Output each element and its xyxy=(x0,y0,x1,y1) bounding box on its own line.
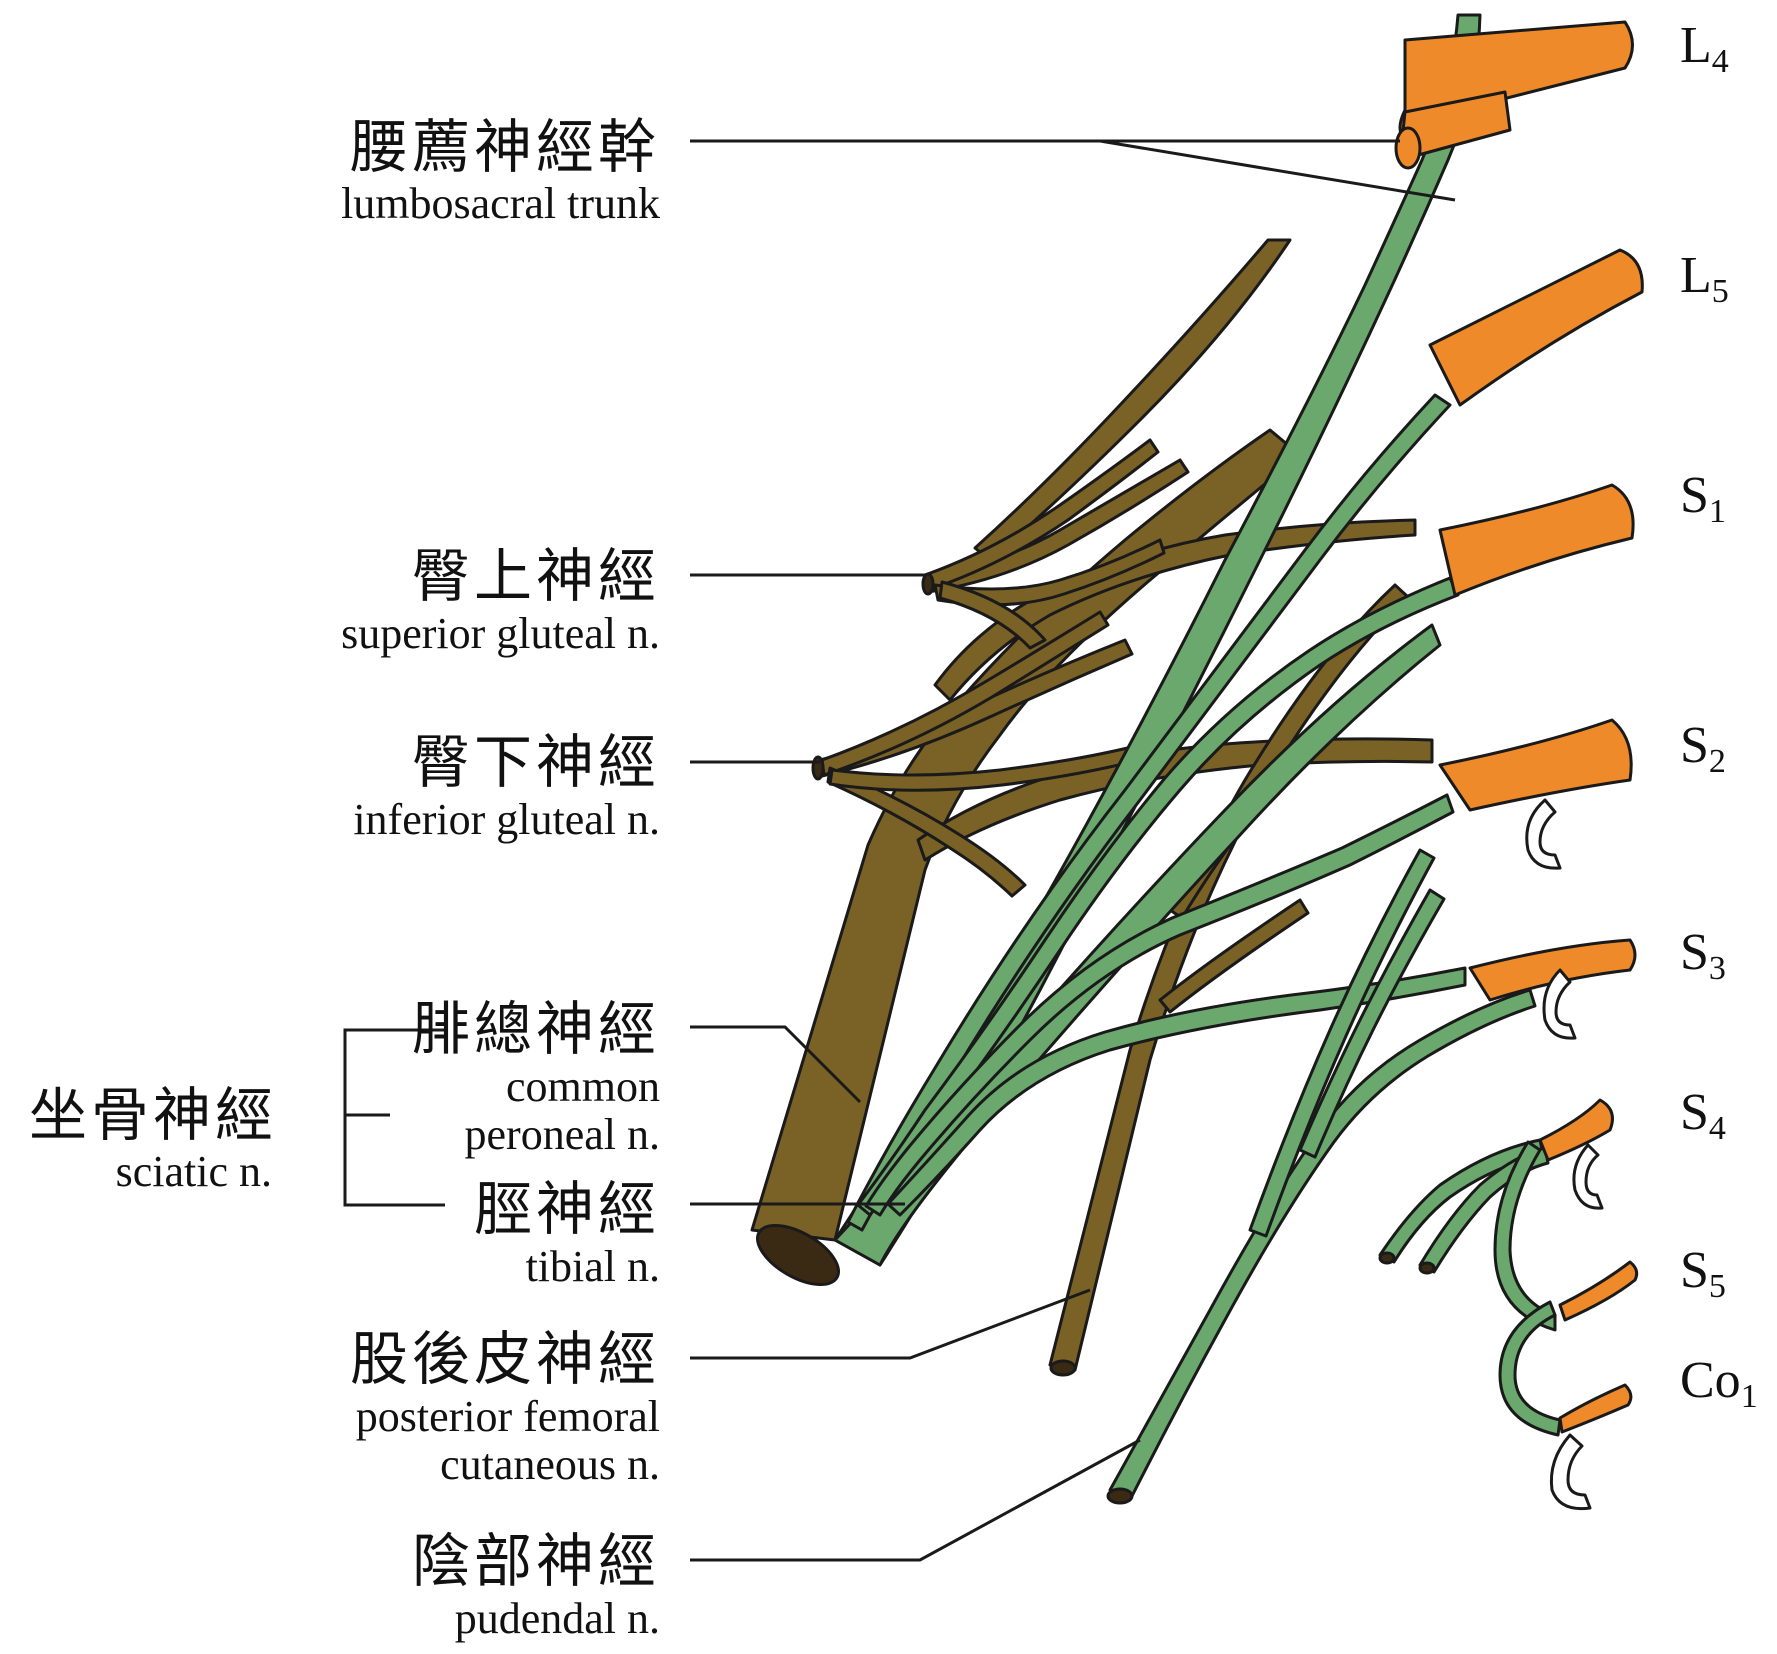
leader-lumbosacral xyxy=(690,141,1455,200)
label-common-peroneal-en1: common xyxy=(506,1065,660,1109)
root-label-S1: S1 xyxy=(1680,470,1726,529)
label-post-femoral-en2: cutaneous n. xyxy=(440,1443,660,1487)
label-lumbosacral-en: lumbosacral trunk xyxy=(341,182,660,226)
root-label-S2: S2 xyxy=(1680,720,1726,779)
label-sup-gluteal-en: superior gluteal n. xyxy=(341,612,660,656)
label-common-peroneal-en2: peroneal n. xyxy=(465,1113,660,1157)
root-S5 xyxy=(1560,1262,1637,1320)
root-L5 xyxy=(1430,250,1642,405)
root-label-Co1: Co1 xyxy=(1680,1355,1758,1414)
label-common-peroneal-zh: 腓總神經 xyxy=(412,1000,660,1058)
label-inf-gluteal-zh: 臀下神經 xyxy=(412,733,660,791)
label-lumbosacral-zh: 腰薦神經幹 xyxy=(350,118,660,176)
leader-post-femoral xyxy=(690,1290,1090,1358)
root-S1 xyxy=(1440,485,1633,595)
root-label-L4: L4 xyxy=(1680,20,1729,79)
leader-pudendal xyxy=(690,1440,1140,1560)
root-label-S5: S5 xyxy=(1680,1245,1726,1304)
label-post-femoral-zh: 股後皮神經 xyxy=(350,1330,660,1388)
label-sciatic-en: sciatic n. xyxy=(116,1150,272,1194)
label-pudendal-en: pudendal n. xyxy=(455,1597,660,1641)
label-sciatic-zh: 坐骨神經 xyxy=(29,1086,277,1144)
root-label-S3: S3 xyxy=(1680,927,1726,986)
label-tibial-en: tibial n. xyxy=(526,1245,660,1289)
root-label-L5: L5 xyxy=(1680,250,1729,309)
root-S2 xyxy=(1440,720,1631,810)
label-inf-gluteal-en: inferior gluteal n. xyxy=(353,798,660,842)
root-label-S4: S4 xyxy=(1680,1087,1726,1146)
label-pudendal-zh: 陰部神經 xyxy=(412,1532,660,1590)
label-post-femoral-en1: posterior femoral xyxy=(356,1395,660,1439)
label-tibial-zh: 脛神經 xyxy=(474,1180,660,1238)
root-Co1 xyxy=(1560,1385,1631,1432)
root-S4 xyxy=(1540,1100,1612,1160)
label-sup-gluteal-zh: 臀上神經 xyxy=(412,547,660,605)
